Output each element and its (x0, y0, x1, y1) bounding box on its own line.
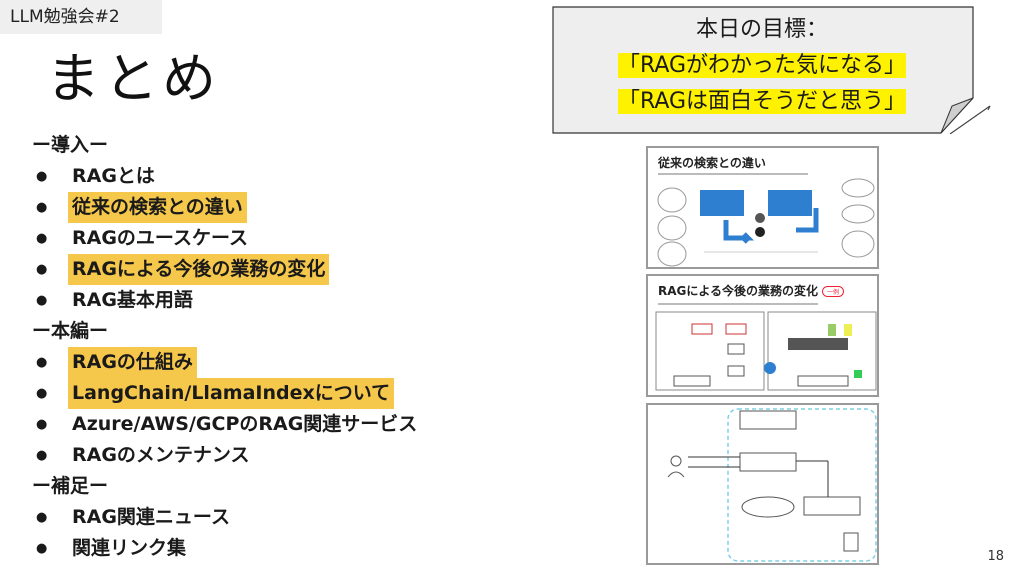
bullet-icon: ● (36, 231, 48, 246)
goal-heading: 本日の目標： (695, 17, 828, 42)
agenda-item-label: RAGによる今後の業務の変化 (68, 254, 330, 285)
thumbnail-business-change[interactable]: RAGによる今後の業務の変化一例 (646, 274, 879, 397)
agenda-item: ● RAGのユースケース (32, 223, 492, 254)
bullet-icon: ● (36, 510, 48, 525)
agenda-item-label: Azure/AWS/GCPのRAG関連サービス (72, 413, 418, 435)
agenda-item-label: 従来の検索との違い (68, 192, 247, 223)
goal-line-1-text: 「RAGがわかった気になる」 (617, 53, 907, 78)
agenda-item: ● RAGの仕組み (32, 347, 492, 378)
thumbnail-1-diagram (657, 173, 875, 267)
bullet-icon: ● (36, 169, 48, 184)
agenda-item: ● RAG基本用語 (32, 285, 492, 316)
agenda-item-label: 関連リンク集 (72, 537, 187, 559)
example-badge: 一例 (822, 286, 845, 297)
agenda-section-heading: ー補足ー (32, 475, 109, 497)
agenda-item: ● 関連リンク集 (32, 533, 492, 564)
thumbnail-traditional-search[interactable]: 従来の検索との違い (646, 146, 879, 269)
agenda-item: ● 従来の検索との違い (32, 192, 492, 223)
agenda-item-label: RAGのメンテナンス (72, 444, 250, 466)
goal-line-1: 「RAGがわかった気になる」 (552, 48, 972, 84)
thumbnail-2-title-text: RAGによる今後の業務の変化 (658, 284, 819, 298)
page-number: 18 (987, 549, 1004, 564)
goal-text: 本日の目標： 「RAGがわかった気になる」 「RAGは面白そうだと思う」 (552, 12, 972, 120)
agenda-item: ● RAG関連ニュース (32, 502, 492, 533)
bullet-icon: ● (36, 448, 48, 463)
agenda-item-label: RAG関連ニュース (72, 506, 230, 528)
bullet-icon: ● (36, 200, 48, 215)
agenda-item-label: RAGのユースケース (72, 227, 249, 249)
goal-line-2-text: 「RAGは面白そうだと思う」 (617, 89, 907, 114)
thumbnail-3-diagram (667, 408, 877, 562)
thumbnail-2-title: RAGによる今後の業務の変化一例 (658, 282, 845, 299)
agenda-item: ● RAGとは (32, 161, 492, 192)
bullet-icon: ● (36, 386, 48, 401)
agenda-list: ー導入ー ● RAGとは ● 従来の検索との違い ● RAGのユースケース ● RAGによる今後… (32, 130, 492, 564)
thumbnail-2-diagram (655, 303, 877, 391)
thumbnail-1-title: 従来の検索との違い (658, 156, 766, 170)
thumbnail-architecture[interactable] (646, 403, 879, 565)
bullet-icon: ● (36, 355, 48, 370)
agenda-item-label: RAGの仕組み (68, 347, 197, 378)
session-tag: LLM勉強会#2 (0, 0, 162, 34)
goal-note: 本日の目標： 「RAGがわかった気になる」 「RAGは面白そうだと思う」 (552, 6, 996, 134)
agenda-item: ● RAGによる今後の業務の変化 (32, 254, 492, 285)
bullet-icon: ● (36, 541, 48, 556)
bullet-icon: ● (36, 417, 48, 432)
agenda-item-label: LangChain/LlamaIndexについて (68, 378, 395, 409)
agenda-item-label: RAG基本用語 (72, 289, 193, 311)
agenda-section-heading: ー導入ー (32, 134, 109, 156)
bullet-icon: ● (36, 262, 48, 277)
goal-line-2: 「RAGは面白そうだと思う」 (552, 84, 972, 120)
bullet-icon: ● (36, 293, 48, 308)
agenda-item: ● LangChain/LlamaIndexについて (32, 378, 492, 409)
slide-title: まとめ (46, 47, 220, 110)
agenda-section-heading: ー本編ー (32, 320, 109, 342)
agenda-item-label: RAGとは (72, 165, 155, 187)
agenda-item: ● Azure/AWS/GCPのRAG関連サービス (32, 409, 492, 440)
agenda-item: ● RAGのメンテナンス (32, 440, 492, 471)
